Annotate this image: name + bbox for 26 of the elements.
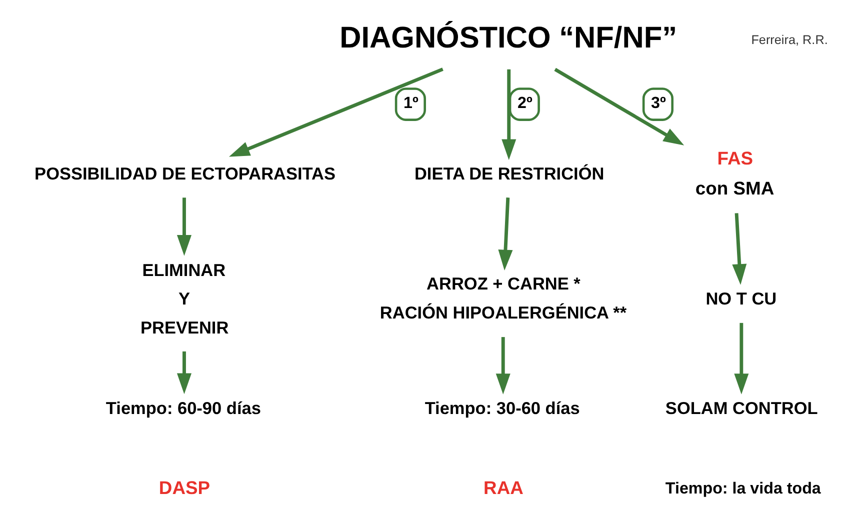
node-text: ELIMINAR Y PREVENIR <box>140 260 228 338</box>
arrow <box>176 351 191 394</box>
node-text: Tiempo: 60-90 días <box>105 398 260 418</box>
arrow <box>495 337 510 394</box>
node-text: DIAGNÓSTICO “NF/NF” <box>339 22 677 55</box>
label: Tiempo: la vida toda <box>664 480 820 498</box>
arrow <box>228 68 443 157</box>
label: DASP <box>158 476 210 498</box>
label: Ferreira, R.R. <box>750 33 828 48</box>
node-text: NO T CU <box>705 288 776 309</box>
edge-label: 3º <box>650 94 666 112</box>
node-text: DIETA DE RESTRICIÓN <box>414 164 604 184</box>
node-text: FAS con SMA <box>694 147 774 198</box>
arrow <box>734 322 748 394</box>
arrow <box>554 68 684 146</box>
node-text: Tiempo: 30-60 días <box>424 398 580 418</box>
node-text: POSSIBILIDAD DE ECTOPARASITAS <box>34 164 336 184</box>
arrow <box>732 213 746 285</box>
edge-label: 2º <box>517 94 532 112</box>
node-text: SOLAM CONTROL <box>664 398 818 418</box>
node-text: ARROZ + CARNE * RACIÓN HIPOALERGÉNICA ** <box>379 274 626 322</box>
arrow <box>498 198 512 271</box>
label: RAA <box>483 476 523 498</box>
edge-label: 1º <box>403 94 418 112</box>
arrow <box>501 69 516 160</box>
arrow <box>176 198 191 256</box>
